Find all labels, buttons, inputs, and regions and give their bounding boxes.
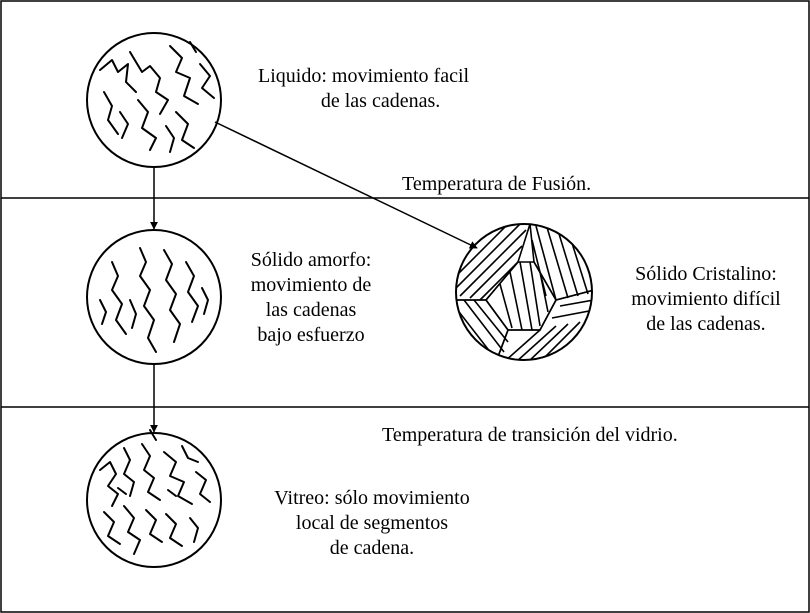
melting-temperature-text: Temperatura de Fusión. xyxy=(402,173,592,195)
glassy-label-line-1: Vitreo: sólo movimiento xyxy=(274,487,470,509)
liquid-to-crystalline-arrow xyxy=(214,121,478,249)
glassy-chains-circle xyxy=(86,429,222,568)
glassy-label-line-3: de cadena. xyxy=(329,537,415,559)
crystalline-label-line-3: de las cadenas. xyxy=(646,313,766,335)
liquid-label-line-1: Liquido: movimiento facil xyxy=(258,65,470,87)
glass-transition-text: Temperatura de transición del vidrio. xyxy=(382,424,678,446)
amorphous-label-line-2: movimiento de xyxy=(250,274,372,296)
amorphous-label-line-1: Sólido amorfo: xyxy=(250,249,372,271)
glass-transition-label: Temperatura de transición del vidrio. xyxy=(382,423,678,448)
crystalline-label-line-1: Sólido Cristalino: xyxy=(635,263,777,285)
amorphous-label-line-3: las cadenas xyxy=(265,299,357,321)
liquid-state-label: Liquido: movimiento facil de las cadenas… xyxy=(258,64,469,114)
crystalline-hatched-circle xyxy=(455,223,593,361)
amorphous-label-line-4: bajo esfuerzo xyxy=(257,324,365,346)
crystalline-label-line-2: movimiento difícil xyxy=(631,288,781,310)
melting-temperature-label: Temperatura de Fusión. xyxy=(402,172,591,197)
liquid-chains-circle xyxy=(86,32,222,168)
liquid-label-line-2: de las cadenas. xyxy=(320,90,441,112)
amorphous-chains-circle xyxy=(86,229,222,365)
crystalline-state-label: Sólido Cristalino: movimiento difícil de… xyxy=(616,262,796,337)
glassy-state-label: Vitreo: sólo movimiento local de segment… xyxy=(258,486,486,561)
amorphous-state-label: Sólido amorfo: movimiento de las cadenas… xyxy=(248,248,374,348)
glassy-label-line-2: local de segmentos xyxy=(295,512,449,534)
